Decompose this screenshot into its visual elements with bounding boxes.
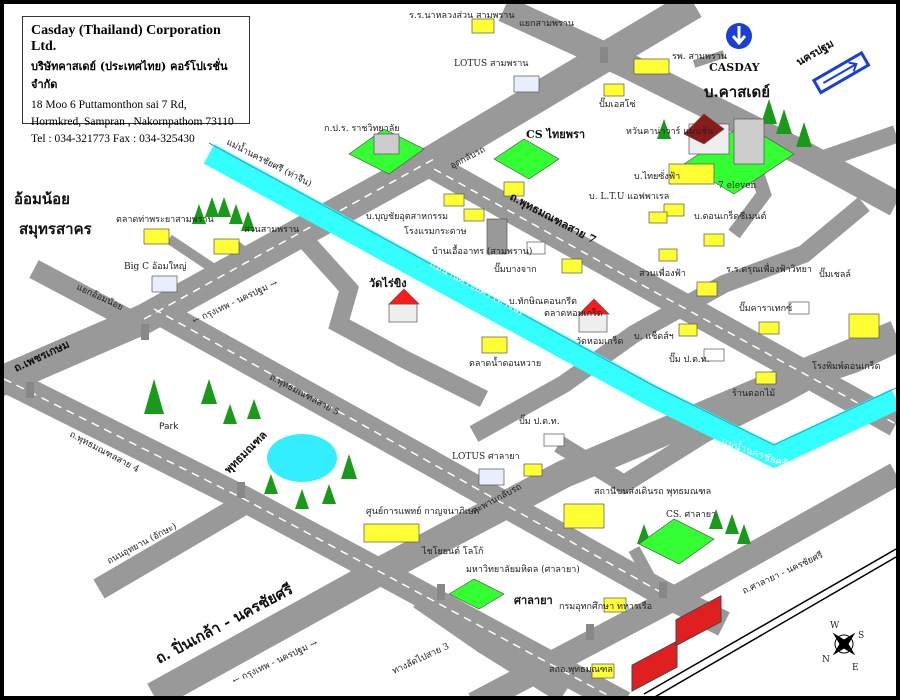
landmark-label: บ้านเอื้ออาทร (สามพราน)	[432, 244, 532, 257]
landmark-label: โรงแรมกระดาษ	[404, 226, 467, 237]
compass-icon: W S N E	[822, 621, 864, 673]
compass-w: W	[830, 621, 840, 631]
company-name-th: บริษัทคาสเดย์ (ประเทศไทย) คอร์โปเรชั่น จ…	[31, 60, 228, 91]
map-canvas: W S N E CASDAY บ.คาสเดย์ นครปฐม อ้อมน้อย…	[4, 4, 896, 696]
landmark-label: พุทธมณฑล	[222, 428, 271, 477]
landmark-label: CS. ศาลายา	[666, 510, 716, 520]
landmark-label: ตลาดท่าพระยาสามพราน	[116, 215, 214, 225]
compass-e: E	[852, 663, 859, 673]
shortcut-label: ทางลัดไปสาย 3	[391, 641, 452, 677]
landmark-label: ปั๊มเอสโซ่	[599, 97, 636, 110]
landmark-label: ปั๊มคาราเทกซ์	[739, 301, 792, 314]
landmark-label-park: Park	[159, 422, 179, 432]
casday-label-th: บ.คาสเดย์	[704, 83, 770, 101]
railway	[643, 548, 896, 696]
casday-label-en: CASDAY	[709, 61, 760, 74]
landmark-label: ร.ร.ดรุณเพื่องฟ้าวิทยา	[726, 262, 812, 275]
trees	[144, 99, 812, 544]
landmark-label: 7 eleven	[718, 181, 757, 191]
landmark-label: ตลาดหอมเกร็ด	[544, 306, 603, 319]
landmark-label: ก.ป.ร. ราชวิทยาลัย	[324, 123, 400, 134]
landmark-label: ไชโยยนต์ โลโก้	[421, 545, 484, 557]
river-tha-chin	[203, 144, 896, 469]
landmark-label: สวนเพื่องฟ้า	[639, 266, 686, 279]
landmark-label: รพ. สามพราน	[672, 52, 727, 62]
road-om-noi	[29, 260, 139, 331]
landmark-label: ร.ร.นาหลวงส่วน สามพราน	[409, 11, 515, 21]
landmark-label: บ. L.T.U แอฟพาเรล	[589, 192, 669, 202]
landmark-label: ปั๊มเชลล์	[819, 267, 851, 280]
lake	[267, 434, 337, 482]
landmark-label: สถานีขนส่งเดินรถ พุทธมณฑล	[594, 486, 711, 497]
landmark-label: ตลาดน้ำดอนหวาย	[469, 356, 541, 369]
roads	[4, 4, 896, 696]
landmark-label: ปั๊มบางจาก	[494, 262, 537, 275]
landmark-label: CS ไทยพรา	[526, 127, 585, 141]
landmark-label: โรงพิมพ์ดอนเกร็ด	[812, 359, 881, 372]
buildings	[143, 18, 880, 679]
landmark-label: บ. แช็ดส์ฯ	[634, 329, 674, 342]
region-salaya: ศาลายา	[514, 594, 553, 607]
landmark-label: LOTUS ศาลายา	[452, 452, 520, 462]
region-samut-sakhon: สมุทรสาคร	[19, 220, 93, 239]
company-address-2: Hormkred, Sampran , Nakornpathom 73110	[31, 116, 234, 128]
company-name-en: Casday (Thailand) Corporation Ltd.	[31, 23, 221, 54]
train-icon	[631, 594, 722, 692]
traffic-lights	[26, 47, 667, 640]
company-address-1: 18 Moo 6 Puttamonthon sai 7 Rd,	[31, 99, 187, 111]
landmark-label: บ.ดอนเกร็ดซีเมนต์	[694, 209, 766, 222]
landmark-label: ปั๊ม ป.ต.ท.	[669, 352, 710, 365]
road-pinklao	[147, 321, 896, 696]
company-contact: Tel : 034-321773 Fax : 034-325430	[31, 133, 195, 145]
landmark-label: บ.บุญชัยอุตสาหกรรม	[366, 212, 448, 222]
compass-s: S	[858, 631, 864, 641]
landmark-label: ปั๊ม ป.ต.ท.	[519, 414, 560, 427]
landmark-label: LOTUS สามพราน	[454, 59, 528, 69]
nakhon-pathom-label: นครปฐม	[794, 37, 837, 70]
landmark-label: บ.ทักษิณคอนกรีต	[509, 296, 577, 307]
landmark-label: Big C อ้อมใหญ่	[124, 261, 187, 272]
landmark-label: สวนสามพราน	[244, 225, 299, 235]
landmark-label: ร้านดอกไม้	[732, 388, 775, 399]
landmark-label: มหาวิทยาลัยมหิดล (ศาลายา)	[466, 564, 580, 575]
compass-n: N	[822, 655, 830, 665]
direction-sign-nakhon-pathom	[811, 50, 871, 95]
region-om-noi: อ้อมน้อย	[14, 190, 70, 208]
landmark-label: วัดไร่ขิง	[369, 276, 407, 290]
company-info-box: Casday (Thailand) Corporation Ltd. บริษั…	[22, 16, 250, 145]
landmark-label: บ.ไทยซั่งฟ้า	[634, 169, 680, 182]
casday-office	[733, 118, 765, 165]
landmark-label: กรมอุทกศึกษา ทหารเรือ	[559, 601, 652, 612]
landmark-label: ศูนย์การแพทย์ กาญจนาภิเษก	[366, 505, 479, 517]
landmark-label: วัดหอมเกร็ด	[576, 334, 624, 347]
landmark-label: หวันคาน่าวาร์ แมนชั่น	[626, 124, 713, 137]
road-sampran	[498, 4, 896, 216]
landmark-label: สถอ.พุทธมณฑล	[549, 665, 613, 675]
sampran-junction: แยกสามพราน	[519, 19, 574, 29]
road-utthayan	[93, 494, 250, 599]
landmark-labels: ร.ร.นาหลวงส่วน สามพราน LOTUS สามพราน รพ.…	[116, 11, 881, 675]
